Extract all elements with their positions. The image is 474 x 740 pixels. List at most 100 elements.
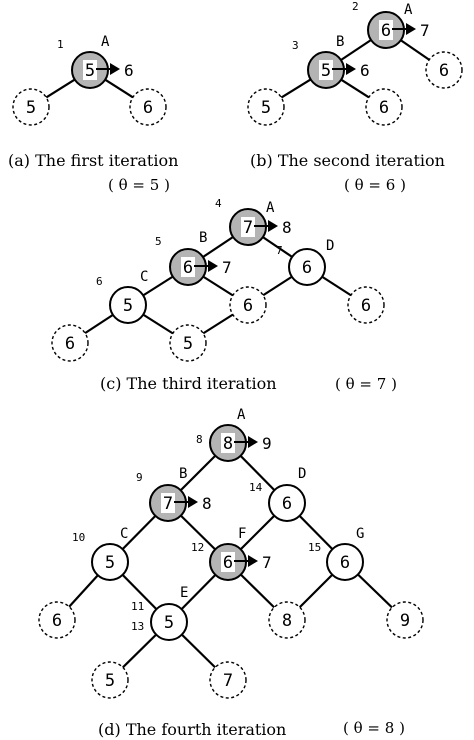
theta-label: ( θ = 8 ) <box>343 719 405 737</box>
node-d-Er: 7 <box>209 661 247 699</box>
dashed-circle <box>169 324 207 362</box>
node-value: 5 <box>85 61 95 81</box>
edge <box>340 78 370 99</box>
node-value: 6 <box>243 296 253 316</box>
edge <box>298 573 334 609</box>
edge <box>262 275 293 297</box>
dashed-circle <box>229 286 267 324</box>
visit-order: 11 <box>131 600 144 613</box>
theta-label: ( θ = 6 ) <box>344 176 406 194</box>
next-threshold: 8 <box>282 218 292 237</box>
caption: (c) The third iteration <box>100 374 277 393</box>
edge <box>179 454 217 492</box>
value-box <box>221 552 235 572</box>
dashed-circle <box>12 88 50 126</box>
node-letter: B <box>179 466 187 482</box>
solid-circle <box>150 603 188 641</box>
dashed-circle <box>209 661 247 699</box>
node-value: 5 <box>123 296 133 316</box>
node-value: 6 <box>340 553 350 573</box>
dashed-circle <box>365 88 403 126</box>
node-letter: A <box>404 2 413 18</box>
solid-circle <box>326 543 364 581</box>
node-value: 8 <box>223 434 233 454</box>
next-threshold: 7 <box>262 553 272 572</box>
value-box <box>221 433 235 453</box>
edge <box>45 78 76 99</box>
node-value: 6 <box>143 98 153 118</box>
edge <box>68 574 99 608</box>
dashed-circle <box>129 88 167 126</box>
solid-circle <box>91 543 129 581</box>
node-letter: D <box>326 238 334 254</box>
edge <box>202 313 234 335</box>
visit-order: 2 <box>352 0 359 13</box>
next-threshold: 7 <box>420 21 430 40</box>
value-box <box>319 60 333 80</box>
visit-order: 5 <box>155 235 162 248</box>
node-c-Cl: 6 <box>51 324 89 362</box>
node-a-l: 5 <box>12 88 50 126</box>
visit-order: 9 <box>136 471 143 484</box>
node-value: 5 <box>183 334 193 354</box>
edge <box>180 574 217 610</box>
visit-order: 8 <box>196 433 203 446</box>
node-a-r: 6 <box>129 88 167 126</box>
next-threshold: 7 <box>222 258 232 277</box>
node-letter: A <box>101 34 110 50</box>
next-threshold: 6 <box>360 61 370 80</box>
node-letter: A <box>266 200 275 216</box>
node-value: 6 <box>379 98 389 118</box>
node-value: 5 <box>26 98 36 118</box>
value-box <box>241 217 255 237</box>
visit-order: 12 <box>191 541 204 554</box>
node-value: 6 <box>302 258 312 278</box>
solid-circle <box>109 286 147 324</box>
node-value: 8 <box>282 611 292 631</box>
edge <box>121 574 158 610</box>
node-b-Br: 6 <box>365 88 403 126</box>
node-value: 5 <box>105 671 115 691</box>
value-box <box>181 257 195 277</box>
dashed-circle <box>347 286 385 324</box>
edge <box>202 275 234 297</box>
edges <box>45 39 430 669</box>
edge <box>181 633 216 669</box>
node-letter: B <box>199 230 207 246</box>
caption: (a) The first iteration <box>8 151 178 170</box>
dashed-circle <box>247 88 285 126</box>
edge <box>321 275 352 297</box>
visit-order: 7 <box>276 244 283 257</box>
dashed-circle <box>91 661 129 699</box>
dashed-circle <box>386 601 424 639</box>
edge <box>84 313 114 335</box>
visit-order: 15 <box>308 541 321 554</box>
arrowhead-icon <box>248 555 258 567</box>
caption: (b) The second iteration <box>250 151 445 170</box>
next-threshold: 6 <box>124 61 134 80</box>
solid-circle <box>268 484 306 522</box>
node-value: 6 <box>381 21 391 41</box>
arrowhead-icon <box>188 496 198 508</box>
edge <box>121 515 157 550</box>
edge <box>122 633 157 669</box>
node-c-Cr: 5 <box>169 324 207 362</box>
dashed-circle <box>425 51 463 89</box>
edge <box>142 275 174 297</box>
arrowhead-icon <box>406 23 416 35</box>
edge <box>298 515 334 550</box>
node-c-Dr: 6 <box>347 286 385 324</box>
next-threshold: 9 <box>262 434 272 453</box>
visit-order: 4 <box>215 197 222 210</box>
node-b-Bl: 5 <box>247 88 285 126</box>
node-letter: C <box>140 269 148 285</box>
node-letter: G <box>356 526 364 542</box>
